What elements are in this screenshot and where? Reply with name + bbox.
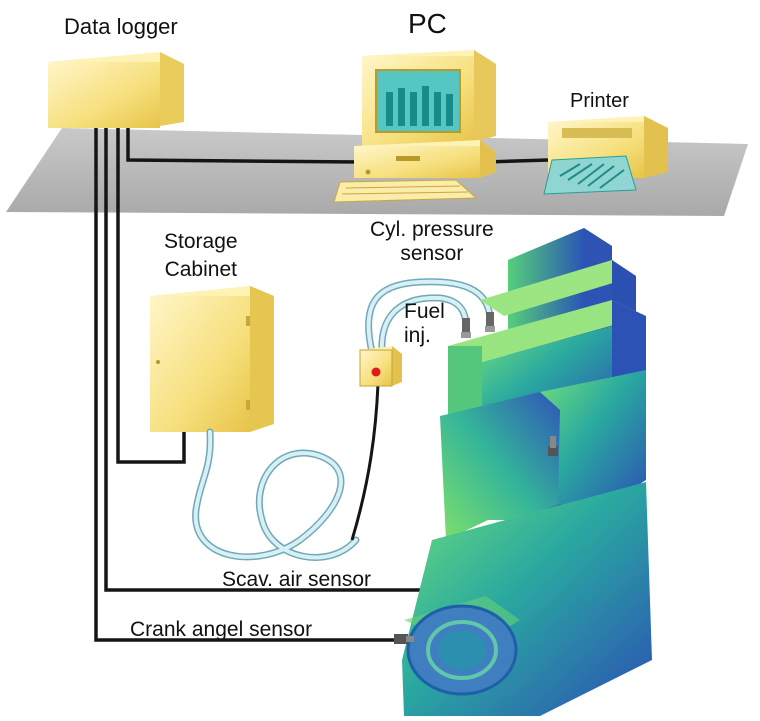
label-printer: Printer — [570, 90, 629, 112]
crank-angle-sensor — [394, 634, 414, 644]
fuel-inj-sensor — [461, 318, 471, 338]
storage-cabinet — [150, 286, 274, 432]
label-scav-air-sensor: Scav. air sensor — [222, 568, 371, 591]
label-cyl-line2: sensor — [400, 242, 464, 265]
scav-air-sensor — [548, 436, 558, 456]
data-logger-box — [48, 52, 184, 128]
label-pc: PC — [408, 8, 447, 39]
label-storage-line2: Cabinet — [164, 258, 237, 281]
junction-cable — [350, 383, 380, 541]
label-data-logger: Data logger — [64, 14, 178, 39]
pc-computer — [333, 50, 496, 203]
label-fuel-line1: Fuel — [404, 300, 445, 323]
cyl-pressure-sensor — [485, 312, 495, 332]
label-crank-angle-sensor: Crank angel sensor — [130, 618, 313, 641]
junction-box — [359, 346, 402, 387]
sensor-hoses — [192, 278, 494, 561]
label-cyl-line1: Cyl. pressure — [370, 218, 494, 241]
label-cyl-pressure-sensor: Cyl. pressure sensor — [370, 218, 494, 266]
label-storage-cabinet: Storage Cabinet — [164, 228, 238, 284]
label-fuel-line2: inj. — [404, 324, 431, 347]
engine-block — [402, 228, 652, 716]
label-fuel-inj: Fuel inj. — [404, 300, 445, 348]
printer — [543, 116, 668, 195]
label-storage-line1: Storage — [164, 230, 238, 253]
